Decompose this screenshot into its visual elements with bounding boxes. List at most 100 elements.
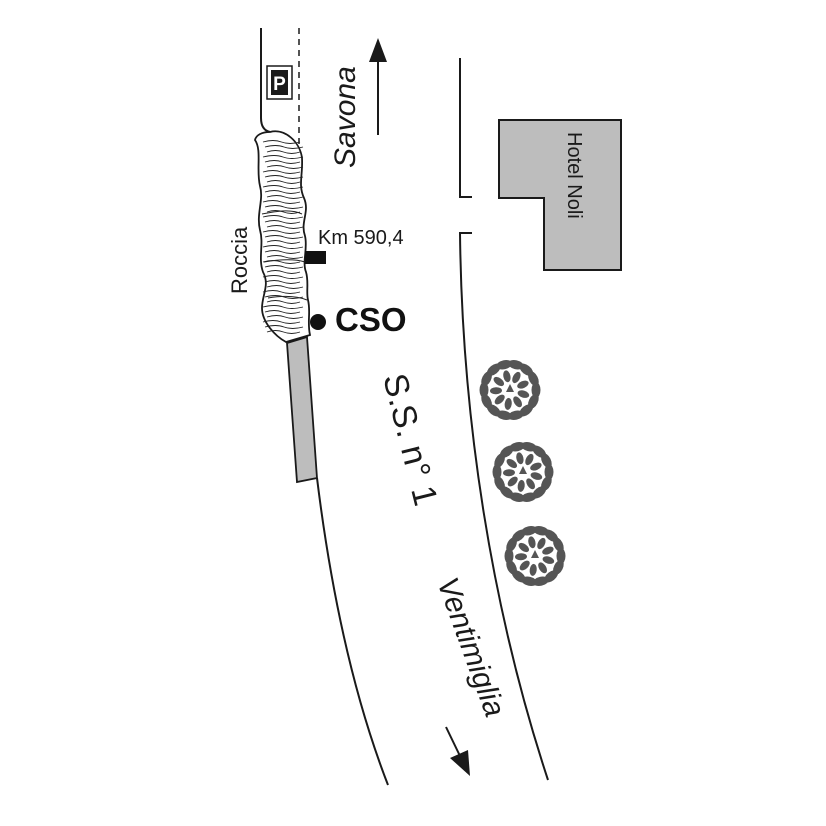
rock-hatch-stroke [266, 330, 301, 334]
tree-leaf [537, 537, 546, 550]
rock-hatch-stroke [266, 285, 304, 289]
tree-core [531, 550, 539, 558]
tree-leaf [504, 397, 512, 410]
rock-hatch-stroke [264, 280, 301, 284]
tree-icon [492, 441, 554, 503]
station-label: CSO [335, 301, 407, 338]
tree-leaf [544, 464, 554, 480]
tree-leaf [532, 576, 549, 587]
tree-leaf [492, 464, 502, 480]
rock-hatching [262, 140, 304, 334]
tree-icon [504, 525, 566, 587]
tree-leaf [506, 458, 518, 469]
tree-leaf [517, 390, 530, 398]
tree-leaf [541, 453, 552, 469]
rock-hatch-stroke [266, 180, 301, 184]
road-left-edge-bottom [316, 477, 389, 786]
tree-core [506, 384, 514, 392]
rock-hatch-stroke [264, 250, 301, 254]
rock-hatch-stroke [264, 295, 304, 299]
rock-hatch-stroke [264, 145, 304, 149]
rock-hatch-stroke [264, 220, 301, 224]
tree-leaf [503, 469, 515, 477]
rock-hatch-stroke [262, 275, 304, 279]
rock-hatch-stroke [264, 190, 301, 194]
rock-hatch-stroke [264, 310, 301, 314]
hotel-label: Hotel Noli [563, 132, 585, 219]
rock-hatch-stroke [264, 175, 304, 179]
rock-hatch-stroke [262, 305, 304, 309]
tree-core [519, 466, 527, 474]
rock-hatch-stroke [264, 205, 304, 209]
tree-leaf [519, 560, 530, 571]
rock-hatch-stroke [262, 320, 301, 324]
tree-leaf [528, 371, 539, 387]
direction-savona-label: Savona [329, 66, 362, 168]
rock-face [254, 130, 312, 343]
rock-hatch-stroke [264, 160, 301, 164]
tree-leaf [521, 525, 538, 536]
road-right-edge-bottom [459, 232, 549, 781]
tree-leaf [509, 441, 526, 452]
rock-hatch-stroke [266, 210, 301, 214]
rock-hatch-stroke [266, 165, 304, 169]
rock-hatch-stroke [262, 185, 304, 189]
tree-leaf [494, 394, 505, 405]
tree-leaf [513, 396, 522, 408]
tree-leaf [517, 380, 529, 389]
tree-leaf [525, 453, 534, 466]
tree-leaf [538, 562, 547, 574]
parking-label: P [273, 74, 286, 95]
parking-sign-icon: P [266, 65, 293, 100]
tree-icon [479, 359, 541, 421]
rock-hatch-stroke [266, 300, 301, 304]
tree-leaf [493, 376, 505, 387]
rock-hatch-stroke [266, 150, 301, 154]
tree-leaf [507, 410, 524, 421]
hotel-building [498, 119, 622, 271]
tree-leaf [526, 478, 535, 490]
tree-leaf [479, 382, 489, 398]
rock-hatch-stroke [266, 195, 304, 199]
rock-hatch-stroke [262, 290, 301, 294]
arrow-down-right-icon [445, 726, 470, 776]
tree-leaf [507, 476, 518, 487]
tree-leaf [528, 536, 536, 549]
tree-leaf [518, 542, 530, 553]
tree-leaf [530, 462, 542, 471]
tree-leaf [530, 472, 543, 480]
station-dot-icon [310, 314, 326, 330]
rock-label: Roccia [227, 226, 252, 294]
rock-hatch-stroke [262, 200, 301, 204]
rock-hatch-stroke [262, 215, 304, 219]
tree-leaf [529, 563, 537, 576]
tree-leaf [520, 492, 537, 503]
rock-hatch-stroke [262, 140, 301, 144]
rock-hatch-stroke [266, 255, 304, 259]
km-marker-icon [305, 251, 326, 264]
rock-hatch-stroke [266, 240, 301, 244]
tree-leaf [531, 382, 541, 398]
rock-hatch-stroke [264, 325, 304, 329]
rock-hatch-stroke [264, 235, 304, 239]
rock-hatch-stroke [262, 170, 301, 174]
roadside-wall [286, 335, 318, 484]
tree-leaf [490, 387, 502, 395]
rock-hatch-stroke [262, 155, 304, 159]
tree-leaf [496, 359, 513, 370]
tree-leaf [517, 479, 525, 492]
tree-leaf [504, 548, 514, 564]
rock-hatch-stroke [266, 315, 304, 319]
rock-hatch-stroke [262, 245, 304, 249]
rock-division-3 [267, 295, 308, 301]
km-marker-label: Km 590,4 [318, 227, 404, 249]
tree-leaf [503, 370, 511, 383]
tree-leaf [553, 537, 564, 553]
tree-leaf [512, 371, 521, 384]
tree-leaf [515, 553, 527, 561]
rock-hatch-stroke [266, 270, 301, 274]
tree-leaf [516, 452, 524, 465]
road-name-label: S.S. n° 1 [375, 370, 444, 510]
